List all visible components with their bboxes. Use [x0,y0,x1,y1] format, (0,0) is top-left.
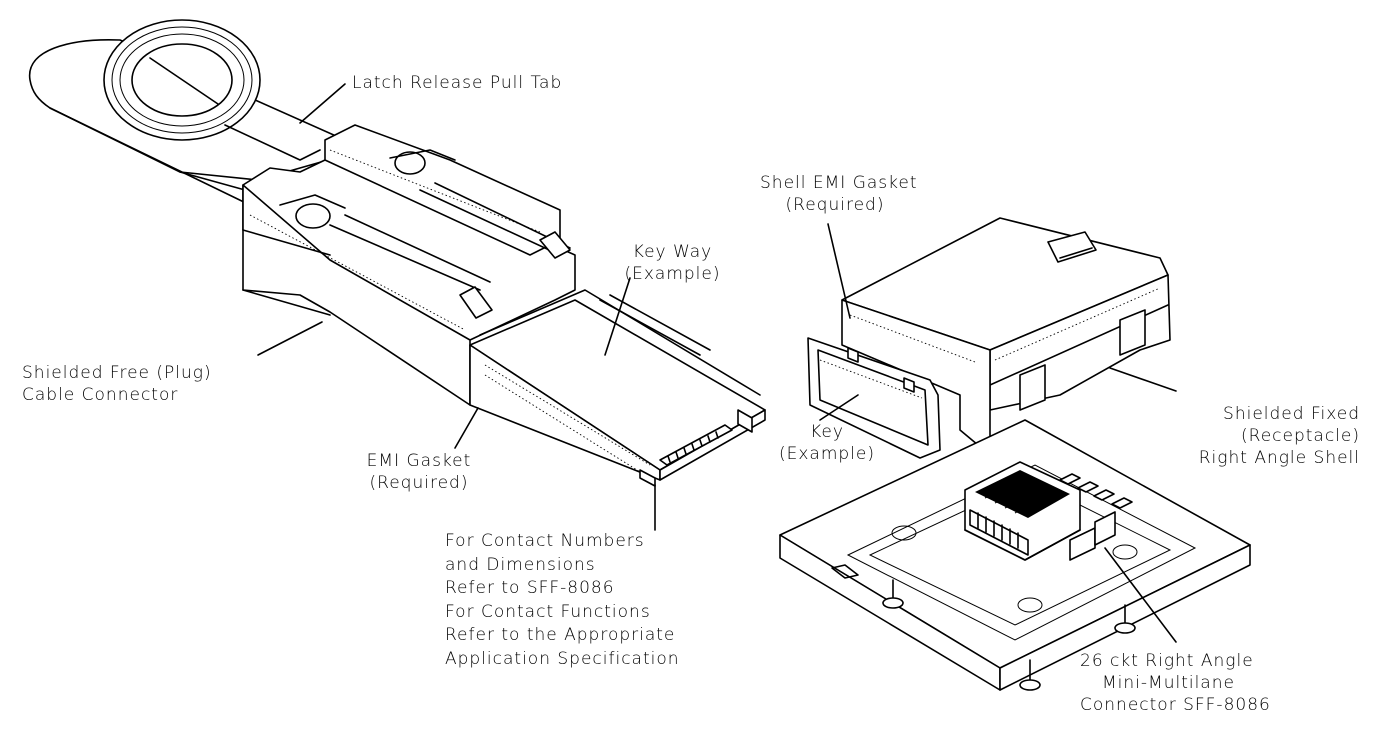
receptacle-line-1: Shielded Fixed [1223,404,1360,424]
emi-gasket-line-1: EMI Gasket [366,451,472,471]
key-way-line-1: Key Way [632,242,713,262]
leader-key-way [604,277,631,356]
leader-emi-gasket [454,407,479,449]
receptacle-shell-label: Shielded Fixed (Receptacle) Right Angle … [1180,403,1360,469]
plug-line-1: Shielded Free (Plug) [22,363,212,383]
contact-note-line: and Dimensions [445,554,596,575]
leader-receptacle [1109,367,1177,392]
plug-cable-connector-body [242,124,576,406]
connector-line-1: 26 ckt Right Angle [1080,651,1254,671]
shell-emi-gasket-line-1: Shell EMI Gasket [760,173,918,193]
leader-connector [1104,547,1177,643]
leader-plug [257,321,323,356]
leader-lines [257,83,1177,643]
mini-multilane-connector-label: 26 ckt Right Angle Mini-Multilane Connec… [1080,650,1270,716]
contact-note-line: For Contact Numbers [445,531,645,551]
shell-emi-gasket-line-2: (Required) [785,195,885,215]
receptacle-line-2: (Receptacle) [1241,426,1360,446]
plug-cable-connector-label: Shielded Free (Plug) Cable Connector [22,362,212,406]
latch-release-pull-tab [28,19,346,206]
emi-gasket-label: EMI Gasket (Required) [364,450,474,494]
plug-line-2: Cable Connector [22,385,179,405]
plug-mating-nose [469,289,766,487]
latch-release-label: Latch Release Pull Tab [352,73,563,93]
mini-multilane-connector [964,461,1116,561]
contact-note-line: Refer to the Appropriate [445,625,676,645]
leader-key [819,394,859,421]
leader-shell-emi [827,223,851,319]
key-label: Key (Example) [772,421,882,465]
shell-emi-gasket-label: Shell EMI Gasket (Required) [760,172,918,216]
receptacle-right-angle-shell [807,217,1171,459]
receptacle-line-3: Right Angle Shell [1198,448,1360,468]
contact-note-line: Refer to SFF-8086 [445,578,615,598]
key-way-label: Key Way (Example) [620,241,725,285]
connector-line-3: Connector SFF-8086 [1080,695,1271,715]
connector-line-2: Mini-Multilane [1102,673,1235,693]
contact-note-line: For Contact Functions [445,601,651,622]
contact-note-line: Application Specification [445,648,680,669]
emi-gasket-line-2: (Required) [369,473,469,493]
key-way-line-2: (Example) [624,264,721,284]
contact-notes: For Contact Numbers and Dimensions Refer… [445,530,680,671]
key-line-1: Key [810,422,844,442]
leader-latch-release [299,83,346,124]
key-line-2: (Example) [778,444,876,464]
